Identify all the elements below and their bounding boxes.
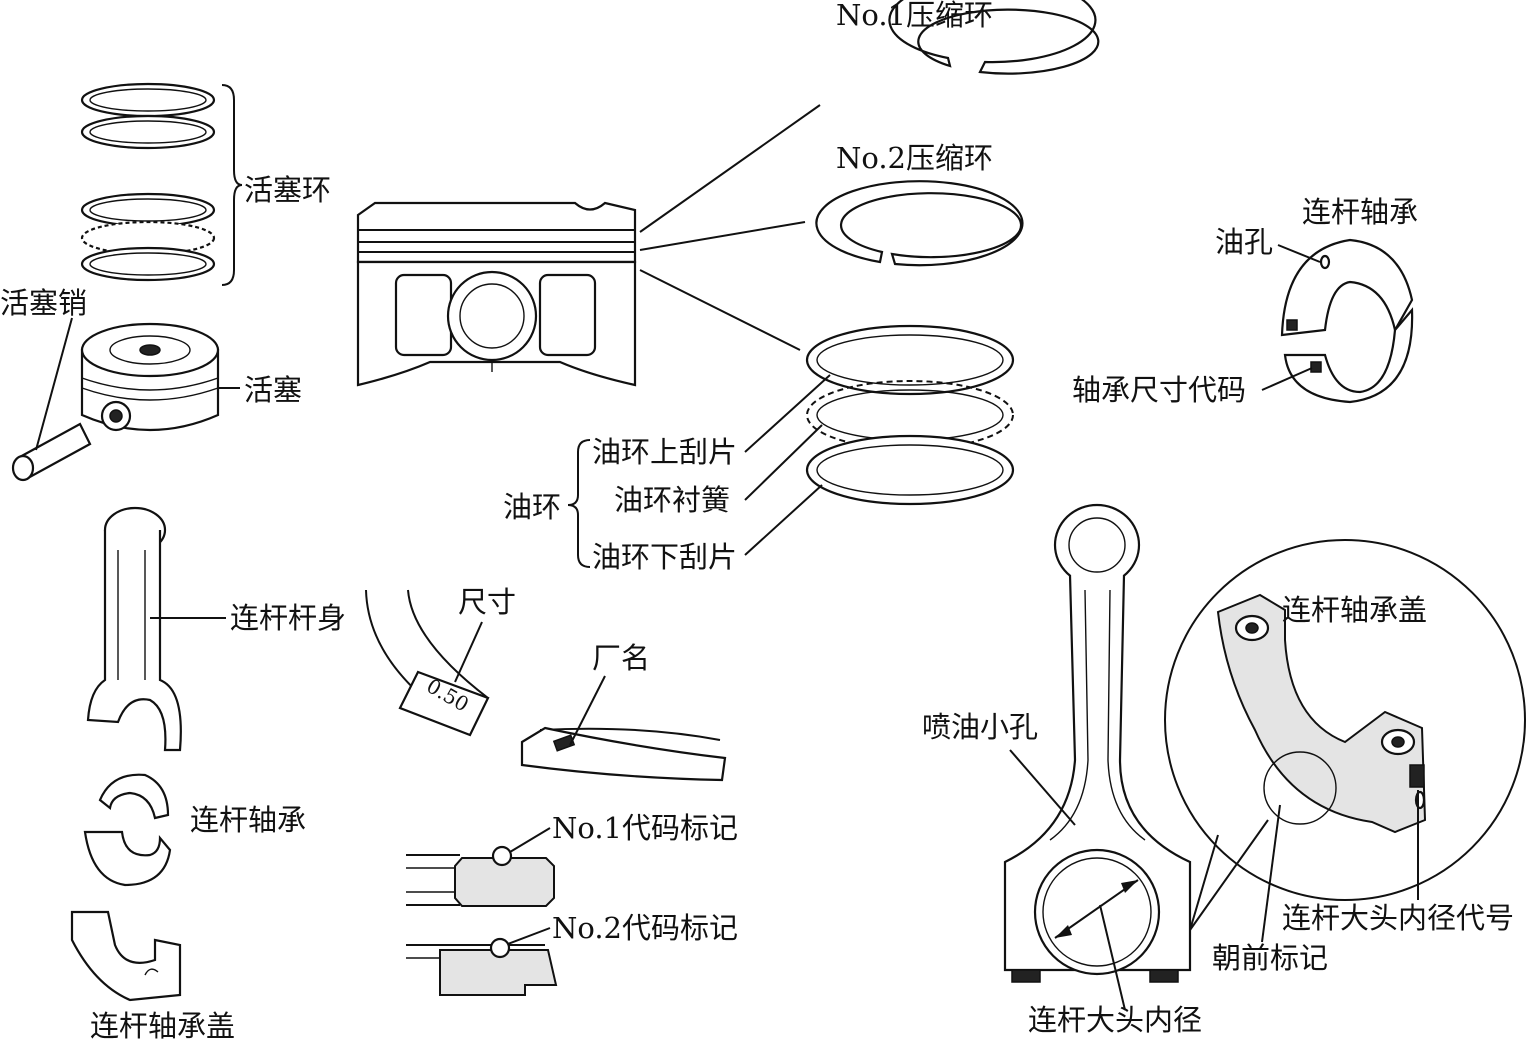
manufacturer-label: 厂名	[592, 641, 650, 675]
rod-bearing-small-illustration	[83, 773, 172, 887]
oil-hole-leader	[1277, 244, 1321, 263]
bearing-size-code-leader	[1261, 367, 1313, 391]
piston-rings-stack-illustration	[80, 82, 216, 282]
big-end-bore-arrow	[1054, 879, 1139, 939]
piston-rings-brace	[221, 84, 243, 286]
detail-connector-line-2	[1189, 819, 1269, 931]
manufacturer-stamp-illustration	[520, 726, 727, 782]
piston-pin-leader	[35, 317, 73, 451]
no1-compression-ring-label: No.1压缩环	[836, 0, 993, 32]
front-mark-leader	[1261, 804, 1281, 943]
bearing-size-code-label: 轴承尺寸代码	[1072, 373, 1246, 407]
no2-code-leader	[507, 927, 551, 945]
oil-ring-upper-rail-label: 油环上刮片	[592, 435, 737, 469]
no2-code-mark-illustration	[406, 937, 558, 996]
expander-leader	[744, 424, 823, 501]
bearing-size-stamp-illustration: 0.50	[365, 589, 490, 737]
oil-ring-brace	[567, 439, 591, 568]
oil-ring-leader	[639, 269, 801, 351]
rod-bearing-cap-detail-illustration	[1216, 593, 1427, 834]
piston-small-illustration	[80, 322, 220, 432]
rod-bearing-left-label: 连杆轴承	[190, 803, 306, 837]
oil-ring-lower-rail-illustration	[805, 434, 1015, 506]
rod-body-illustration	[86, 506, 182, 752]
no1-ring-leader	[639, 104, 821, 233]
oil-hole-label: 油孔	[1215, 225, 1273, 259]
oil-jet-hole-label: 喷油小孔	[922, 710, 1038, 744]
lower-rail-leader	[744, 484, 823, 556]
big-end-bore-leader	[1099, 904, 1126, 1011]
no1-compression-ring-illustration	[888, 0, 1100, 75]
oil-ring-expander-label: 油环衬簧	[614, 483, 730, 517]
big-end-bore-label: 连杆大头内径	[1028, 1003, 1202, 1037]
rod-bearing-cap-small-illustration	[70, 910, 182, 1002]
rod-bearing-top-label: 连杆轴承	[1302, 195, 1418, 229]
no1-code-mark-illustration	[406, 845, 555, 907]
no2-ring-leader	[639, 221, 806, 251]
piston-large-illustration	[356, 201, 637, 387]
oil-ring-upper-rail-illustration	[805, 324, 1015, 396]
rod-bearing-shell-illustration	[1280, 238, 1414, 404]
piston-rings-label: 活塞环	[244, 173, 331, 207]
rod-bearing-cap-left-label: 连杆轴承盖	[90, 1009, 235, 1041]
detail-magnifier-circle	[1164, 539, 1526, 901]
no1-code-mark-label: No.1代码标记	[552, 811, 738, 845]
oil-jet-hole-leader	[1009, 749, 1076, 826]
upper-rail-leader	[744, 374, 831, 453]
no2-compression-ring-illustration	[815, 180, 1024, 267]
front-mark-label: 朝前标记	[1212, 941, 1328, 975]
piston-label: 活塞	[244, 373, 302, 407]
connecting-rod-assembly-illustration	[1003, 503, 1192, 983]
rod-body-label: 连杆杆身	[230, 601, 346, 635]
no1-code-leader	[509, 827, 551, 853]
detail-connector-line-1	[1189, 834, 1219, 931]
oil-ring-label: 油环	[503, 490, 561, 524]
piston-pin-label: 活塞销	[0, 286, 87, 320]
size-label: 尺寸	[458, 585, 516, 619]
big-end-bore-code-label: 连杆大头内径代号	[1282, 901, 1514, 935]
oil-ring-lower-rail-label: 油环下刮片	[592, 540, 737, 574]
no2-compression-ring-label: No.2压缩环	[836, 141, 993, 175]
rod-bearing-cap-right-label: 连杆轴承盖	[1282, 593, 1427, 627]
piston-pin-illustration	[11, 422, 92, 482]
no2-code-mark-label: No.2代码标记	[552, 911, 738, 945]
manufacturer-leader	[569, 675, 606, 746]
size-leader	[454, 621, 483, 683]
